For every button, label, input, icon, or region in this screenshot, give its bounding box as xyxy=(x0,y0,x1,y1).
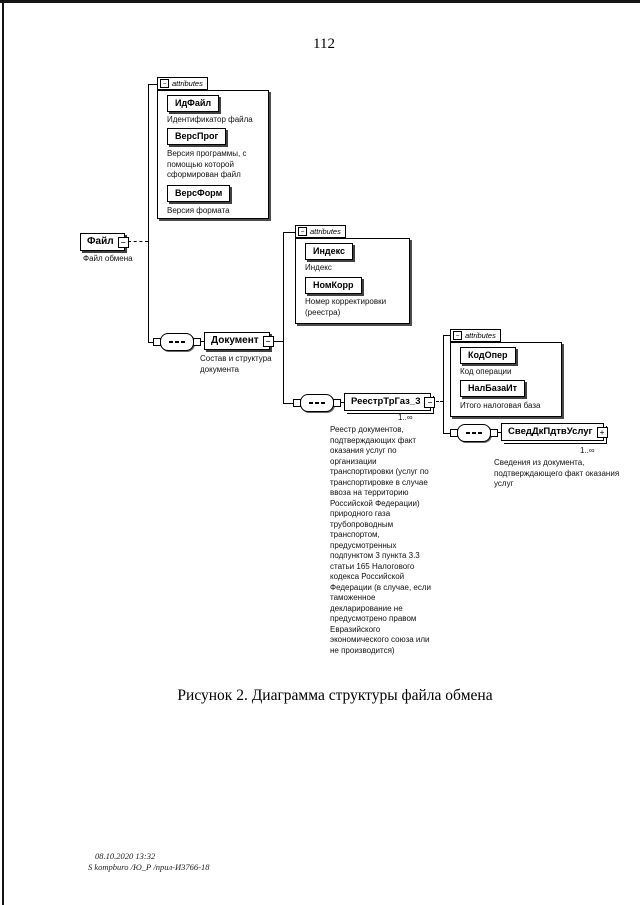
sequence-icon xyxy=(293,394,341,412)
collapse-icon: − xyxy=(160,79,169,88)
element-service-doc-caption: Сведения из документа, подтверждающего ф… xyxy=(494,458,620,488)
expand-icon: + xyxy=(596,427,608,438)
figure-caption: Рисунок 2. Диаграмма структуры файла обм… xyxy=(177,687,493,704)
attribute-versform-caption: Версия формата xyxy=(167,206,230,215)
attributes-label: attributes xyxy=(310,227,341,236)
element-service-doc: СведДкПдтвУслуг + xyxy=(501,423,608,441)
attribute-nalbazait: НалБазаИт xyxy=(460,380,526,397)
attributes-label: attributes xyxy=(465,331,496,340)
attribute-kodoper: КодОпер xyxy=(460,347,516,364)
connector-registry-branch xyxy=(443,335,444,434)
connector-document xyxy=(269,341,283,342)
element-service-doc-label: СведДкПдтвУслуг xyxy=(508,426,593,437)
connector-file xyxy=(128,241,148,242)
connector-seq-registry xyxy=(338,402,344,403)
footer-timestamp: 08.10.2020 13:32 xyxy=(95,851,156,861)
page-number: 112 xyxy=(313,36,335,52)
occurrence-label: 1..∞ xyxy=(398,413,413,422)
collapse-icon: − xyxy=(424,397,436,408)
collapse-icon: − xyxy=(453,331,462,340)
connector-to-document-attrs xyxy=(283,232,295,233)
attribute-idfail-caption: Идентификатор файла xyxy=(167,115,253,124)
attribute-versform: ВерсФорм xyxy=(167,185,231,202)
connector-seq-service xyxy=(495,432,501,433)
attributes-label: attributes xyxy=(172,79,203,88)
attribute-kodoper-caption: Код операции xyxy=(460,367,512,376)
occurrence-label: 1..∞ xyxy=(580,446,595,455)
attribute-index-caption: Индекс xyxy=(305,263,332,272)
attribute-nomkorr: НомКорр xyxy=(305,277,362,294)
collapse-icon: − xyxy=(117,237,129,248)
footer-reference: S kompburo /Ю_Р /прил-И3766-18 xyxy=(88,862,210,872)
attribute-index: Индекс xyxy=(305,243,354,260)
connector-registry xyxy=(428,401,443,402)
element-file-label: Файл xyxy=(87,236,114,247)
connector-to-registry-seq xyxy=(283,403,296,404)
connector-seq-document xyxy=(198,341,204,342)
element-document-caption: Состав и структура документа xyxy=(200,354,272,374)
attribute-versprog: ВерсПрог xyxy=(167,128,227,145)
collapse-icon: − xyxy=(262,336,274,347)
collapse-icon: − xyxy=(298,227,307,236)
element-document-label: Документ xyxy=(211,335,259,346)
scan-border-left xyxy=(2,0,4,905)
connector-file-branch xyxy=(148,84,149,343)
element-registry-caption: Реестр документов, подтверждающих факт о… xyxy=(330,425,432,655)
element-file-caption: Файл обмена xyxy=(83,254,133,263)
element-registry-label: РеестрТрГаз_3 xyxy=(351,396,421,407)
element-document: Документ − xyxy=(204,332,274,350)
sequence-icon xyxy=(450,424,498,442)
element-file: Файл − xyxy=(80,233,129,251)
registry-attributes-header: − attributes xyxy=(450,329,501,342)
sequence-icon xyxy=(153,333,201,351)
connector-document-branch xyxy=(283,232,284,404)
connector-to-document-seq xyxy=(148,342,156,343)
attribute-idfail: ИдФайл xyxy=(167,95,220,112)
element-registry: РеестрТрГаз_3 − xyxy=(344,393,436,411)
document-attributes-header: − attributes xyxy=(295,225,346,238)
attribute-nomkorr-caption: Номер корректировки (реестра) xyxy=(305,297,387,317)
connector-to-file-attrs xyxy=(148,84,157,85)
connector-to-registry-attrs xyxy=(443,335,450,336)
attribute-nalbazait-caption: Итого налоговая база xyxy=(460,401,541,410)
attribute-versprog-caption: Версия программы, с помощью которой сфор… xyxy=(167,149,247,179)
file-attributes-header: − attributes xyxy=(157,77,208,90)
scan-border-top xyxy=(0,0,640,3)
connector-to-service-seq xyxy=(443,433,453,434)
